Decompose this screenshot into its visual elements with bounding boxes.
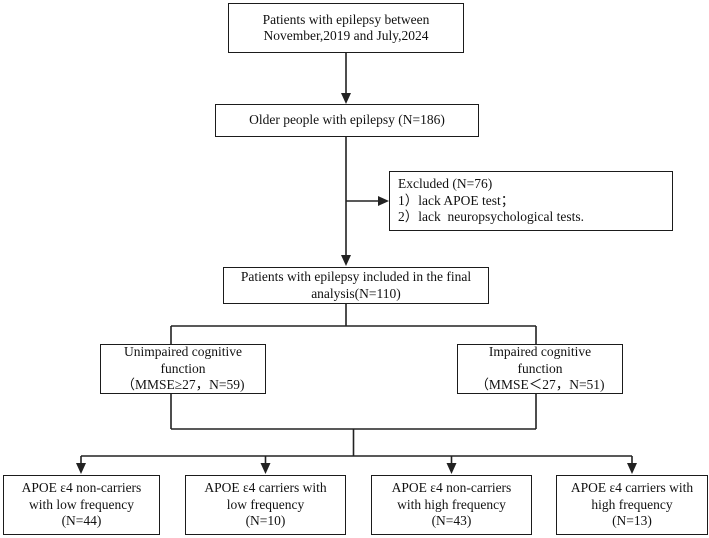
box-text-line: (N=44) [61, 513, 102, 529]
box-text-line: (N=13) [612, 513, 652, 529]
box-text-line: Patients with epilepsy between [262, 11, 430, 27]
arrow-down-icon [627, 463, 637, 474]
box-patients-enrolled: Patients with epilepsy between November,… [228, 3, 464, 53]
box-unimpaired-cognitive: Unimpaired cognitive function （MMSE≥27，N… [100, 344, 266, 394]
box-final-analysis: Patients with epilepsy included in the f… [223, 267, 489, 304]
box-text-line: high frequency [591, 496, 673, 512]
arrow-down-icon [446, 463, 457, 474]
box-text-line: APOE ε4 carriers with [570, 480, 694, 496]
box-text-line: with low frequency [29, 496, 134, 512]
box-text-line: (N=43) [431, 513, 472, 529]
box-excluded: Excluded (N=76) 1）lack APOE test； 2）lack… [389, 171, 673, 231]
box-text-line: APOE ε4 carriers with [204, 480, 327, 496]
box-text-line: Excluded (N=76) [398, 176, 493, 192]
box-impaired-cognitive: Impaired cognitive function （MMSE＜27，N=5… [457, 344, 623, 394]
box-text-line: Patients with epilepsy included in the f… [240, 269, 472, 285]
arrow-down-icon [341, 93, 351, 104]
box-text-line: November,2019 and July,2024 [263, 28, 429, 43]
box-text-line: Unimpaired cognitive [123, 344, 243, 360]
box-carriers-low-frequency: APOE ε4 carriers with low frequency (N=1… [185, 475, 346, 535]
box-text-line: (N=10) [245, 513, 286, 529]
box-text-line: Impaired cognitive [488, 344, 592, 360]
box-text-line: analysis(N=110) [311, 285, 401, 301]
box-older-people: Older people with epilepsy (N=186) [215, 104, 479, 137]
box-text-line: Older people with epilepsy (N=186) [249, 112, 445, 128]
box-carriers-high-frequency: APOE ε4 carriers with high frequency (N=… [556, 475, 708, 535]
box-text-line: （MMSE＜27，N=51) [475, 377, 605, 393]
box-text-line: APOE ε4 non-carriers [391, 480, 512, 496]
box-text-line: function [160, 360, 206, 376]
box-noncarriers-low-frequency: APOE ε4 non-carriers with low frequency … [3, 475, 160, 535]
box-noncarriers-high-frequency: APOE ε4 non-carriers with high frequency… [371, 475, 532, 535]
arrow-down-icon [260, 463, 271, 474]
arrow-down-icon [76, 463, 86, 474]
box-text-line: 1）lack APOE test； [398, 192, 515, 208]
box-text-line: function [517, 360, 563, 376]
arrow-right-icon [378, 196, 389, 206]
box-text-line: APOE ε4 non-carriers [21, 480, 142, 496]
arrow-down-icon [341, 255, 351, 266]
box-text-line: （MMSE≥27，N=59) [121, 377, 245, 393]
box-text-line: 2）lack neuropsychological tests. [398, 209, 584, 225]
box-text-line: with high frequency [397, 496, 506, 512]
box-text-line: low frequency [226, 496, 305, 512]
